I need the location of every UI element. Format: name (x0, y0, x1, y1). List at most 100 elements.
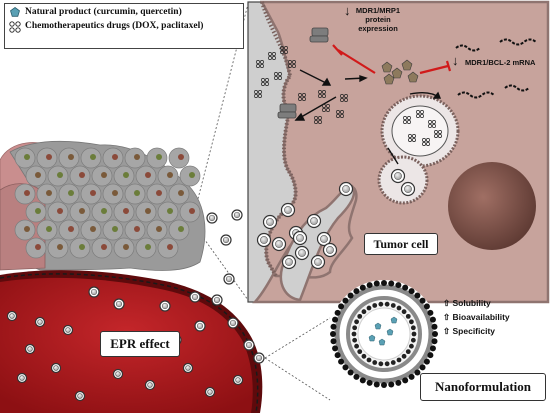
lipid-head-outer (359, 284, 366, 291)
tissue-cell-nucleus (178, 190, 184, 196)
drug-molecule-endosome (420, 114, 424, 118)
drug-molecule (344, 94, 348, 98)
nanoparticle-in-vessel-core (77, 393, 83, 399)
natural-product-in-liposome (378, 338, 386, 346)
drug-molecule (284, 46, 288, 50)
drug-molecule (322, 108, 326, 112)
drug-molecule (336, 110, 340, 114)
nanoparticle-core (233, 211, 241, 219)
lipid-head-inner (357, 313, 363, 319)
drug-molecule (336, 114, 340, 118)
drug-molecule-endosome (408, 138, 412, 142)
drug-molecule (260, 60, 264, 64)
drug-molecule-endosome (422, 142, 426, 146)
drug-molecule (318, 116, 322, 120)
tissue-cell-nucleus (145, 244, 151, 250)
efflux-pump-upper (309, 27, 329, 43)
lipid-head-inner (352, 325, 358, 331)
mrna-text: MDR1/BCL-2 mRNA (465, 58, 536, 67)
lipid-head-outer (408, 373, 415, 380)
drug-molecule (284, 50, 288, 54)
drug-molecule-endosome (432, 124, 436, 128)
drug-molecule (298, 97, 302, 101)
lipid-head-inner (352, 337, 358, 343)
nanoparticle-in-endosome-core (404, 185, 412, 193)
drug-molecule (302, 93, 306, 97)
lipid-head-outer (332, 316, 339, 323)
drug-molecule (258, 90, 262, 94)
drug-molecule-endosome (434, 134, 438, 138)
tissue-cell-nucleus (24, 190, 30, 196)
lipid-head-inner (384, 361, 390, 367)
lipid-head-inner (366, 305, 372, 311)
lipid-head-outer (402, 284, 409, 291)
lipid-head-outer (431, 338, 438, 345)
lipid-head-inner (396, 305, 402, 311)
nano-benefits: ⇧ Solubility ⇧ Bioavailability ⇧ Specifi… (443, 296, 510, 338)
drug-molecule (318, 90, 322, 94)
lipid-head-outer (347, 369, 354, 376)
natural-product-cluster (381, 59, 419, 85)
nanoparticle-endocytosed-core (275, 240, 283, 248)
drug-molecule (298, 93, 302, 97)
lipid-head-inner (390, 303, 396, 308)
drug-molecule-endosome (412, 138, 416, 142)
tissue-cell-nucleus (79, 244, 85, 250)
lipid-head-outer (338, 303, 345, 310)
lipid-head-inner (411, 331, 417, 337)
drug-molecule (261, 78, 265, 82)
lipid-head-outer (408, 288, 415, 295)
tissue-cell-nucleus (134, 190, 140, 196)
lipid-head-outer (429, 345, 436, 352)
drug-molecule (254, 90, 258, 94)
drug-molecule (340, 110, 344, 114)
drug-molecule-endosome (422, 138, 426, 142)
tissue-cell-nucleus (24, 226, 30, 232)
lipid-head-inner (409, 319, 414, 325)
liposome (330, 280, 438, 388)
natural-product-in-liposome (390, 316, 398, 324)
nanoparticle-entering-core (342, 185, 350, 193)
protein-down-arrow: ↓ (344, 3, 351, 18)
nanoparticle-in-vessel-core (37, 319, 43, 325)
tissue-cell-nucleus (123, 244, 129, 250)
drug-molecule (274, 72, 278, 76)
nanoparticle-core (208, 214, 216, 222)
nanoparticle-core (161, 302, 169, 310)
nanoparticle-endocytosed-core (310, 217, 318, 225)
nanoparticle-core (222, 236, 230, 244)
drug-molecule-endosome (403, 116, 407, 120)
drug-molecule (340, 98, 344, 102)
lipid-head-inner (354, 343, 359, 349)
lipid-head-inner (405, 313, 411, 319)
drug-molecule (314, 120, 318, 124)
drug-molecule-endosome (438, 130, 442, 134)
drug-molecule (326, 108, 330, 112)
drug-molecule (326, 104, 330, 108)
tissue-cell-nucleus (189, 172, 195, 178)
lipid-head-outer (330, 338, 337, 345)
drug-molecule (318, 94, 322, 98)
legend-natural-product: Natural product (curcumin, quercetin) (25, 7, 182, 17)
tissue-cell-nucleus (178, 154, 184, 160)
nanoparticle-endocytosed-core (284, 206, 292, 214)
lipid-head-outer (419, 297, 426, 304)
lipid-head-inner (361, 309, 367, 315)
drug-molecule-endosome (407, 120, 411, 124)
tissue-cell-nucleus (134, 154, 140, 160)
lipid-head-inner (409, 343, 414, 349)
lipid-head-outer (388, 381, 395, 388)
tissue-cell-nucleus (112, 226, 118, 232)
drug-molecule-endosome (420, 110, 424, 114)
nanoparticle-core (90, 288, 98, 296)
lipid-head-outer (427, 352, 434, 359)
lipid-head-inner (396, 357, 402, 363)
lipid-head-inner (384, 301, 390, 307)
lipid-head-outer (366, 282, 373, 289)
nanoparticle-core (115, 300, 123, 308)
natural-product-in-liposome (374, 322, 382, 330)
lipid-head-outer (388, 280, 395, 287)
nanoparticle-in-endosome-core (394, 172, 402, 180)
lipid-head-outer (347, 292, 354, 299)
